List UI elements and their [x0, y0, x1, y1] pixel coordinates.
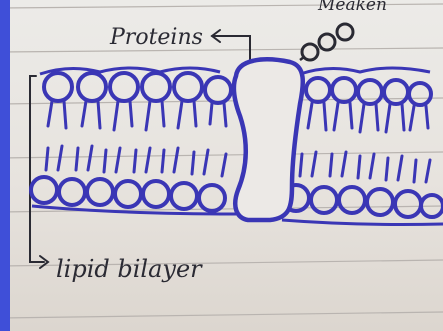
lipid-head — [85, 177, 115, 207]
bottom-lipid-heads-left — [29, 175, 237, 216]
lipid-head — [172, 71, 204, 103]
lipid-head — [356, 78, 384, 106]
header-fragment-text: Meaken — [317, 0, 387, 15]
lipid-head — [304, 76, 332, 104]
top-lipid-heads-left — [39, 66, 233, 105]
top-lipid-tails-right — [306, 101, 430, 134]
top-lipid-tails-left — [46, 99, 228, 132]
bottom-lipid-tails-left — [44, 144, 228, 178]
integral-protein — [231, 57, 306, 223]
lipid-head — [337, 185, 367, 215]
lipid-head — [169, 181, 199, 211]
margin-line — [0, 0, 10, 331]
bottom-lipid-tails-right — [298, 150, 432, 184]
lipid-head — [113, 179, 143, 209]
lipid-head — [393, 189, 423, 219]
lipid-bilayer-label: lipid bilayer — [56, 255, 203, 283]
lipid-head — [407, 81, 433, 107]
lipid-head — [419, 193, 443, 219]
glycan-chain — [299, 22, 355, 62]
lipid-head — [140, 71, 172, 103]
lipid-head — [42, 71, 74, 103]
lipid-head — [29, 175, 59, 205]
top-lipid-heads-right — [299, 66, 433, 107]
lipid-head — [365, 187, 395, 217]
lipid-head — [76, 71, 108, 103]
lipid-head — [309, 185, 339, 215]
lipid-head — [203, 75, 233, 105]
proteins-label: Proteins — [109, 25, 203, 50]
lipid-head — [108, 71, 140, 103]
lipid-head — [330, 76, 358, 104]
lipid-head — [382, 78, 410, 106]
bottom-lipid-heads-right — [281, 183, 443, 226]
lipid-head — [57, 177, 87, 207]
lipid-head — [141, 179, 171, 209]
lipid-head — [197, 183, 227, 213]
proteins-arrow — [210, 29, 251, 63]
bilayer-bracket — [29, 75, 50, 269]
